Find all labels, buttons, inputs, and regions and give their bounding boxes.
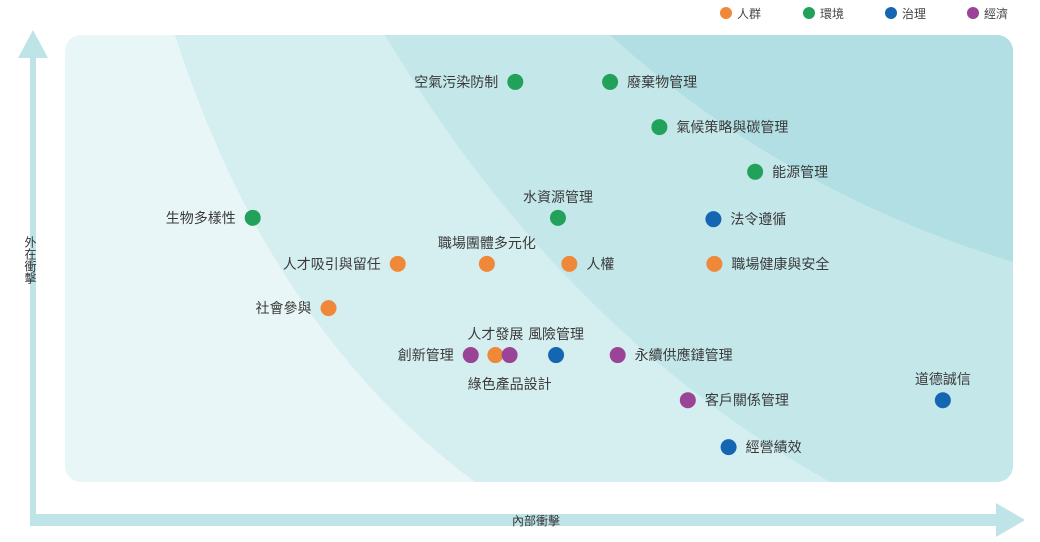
point-marker bbox=[720, 439, 737, 456]
data-point: 人才吸引與留任 bbox=[283, 255, 406, 273]
point-label: 法令遵循 bbox=[730, 211, 786, 228]
point-label: 綠色產品設計 bbox=[468, 376, 552, 393]
point-marker bbox=[487, 347, 504, 364]
point-marker bbox=[747, 163, 764, 180]
data-point: 氣候策略與碳管理 bbox=[651, 119, 788, 136]
data-point: 廢棄物管理 bbox=[602, 73, 697, 91]
data-point: 人權 bbox=[561, 255, 614, 273]
point-label: 人才吸引與留任 bbox=[283, 257, 381, 273]
data-point: 空氣污染防制 bbox=[414, 73, 524, 91]
point-marker bbox=[706, 255, 723, 272]
legend-marker bbox=[803, 7, 815, 19]
point-marker bbox=[705, 211, 722, 228]
point-marker bbox=[507, 73, 524, 90]
point-marker bbox=[934, 392, 951, 409]
point-marker bbox=[602, 73, 619, 90]
data-point: 風險管理 bbox=[528, 327, 584, 364]
point-label: 職場團體多元化 bbox=[438, 235, 536, 252]
point-marker bbox=[549, 209, 566, 226]
data-point: 經營績效 bbox=[720, 439, 802, 456]
point-marker bbox=[679, 392, 696, 409]
point-label: 社會參與 bbox=[256, 301, 312, 317]
point-label: 職場健康與安全 bbox=[731, 256, 829, 273]
data-point: 人才發展 bbox=[467, 327, 523, 364]
legend-label: 經濟 bbox=[984, 6, 1008, 21]
point-label: 經營績效 bbox=[746, 440, 802, 456]
data-point: 職場健康與安全 bbox=[706, 255, 829, 273]
point-marker bbox=[478, 255, 495, 272]
data-point: 能源管理 bbox=[747, 163, 828, 181]
data-point: 職場團體多元化 bbox=[438, 235, 536, 272]
point-label: 水資源管理 bbox=[523, 190, 593, 206]
data-point: 法令遵循 bbox=[705, 211, 786, 228]
legend-label: 環境 bbox=[820, 6, 844, 21]
legend-marker bbox=[885, 7, 897, 19]
data-point: 生物多樣性 bbox=[166, 209, 261, 227]
legend-label: 人群 bbox=[737, 7, 761, 21]
legend-marker bbox=[720, 7, 732, 19]
point-marker bbox=[501, 347, 518, 364]
point-marker bbox=[609, 347, 626, 364]
point-label: 氣候策略與碳管理 bbox=[676, 119, 788, 136]
data-point: 創新管理 bbox=[398, 347, 479, 364]
band-top bbox=[610, 35, 1013, 262]
background-bands bbox=[65, 35, 1013, 482]
point-label: 廢棄物管理 bbox=[627, 74, 697, 91]
data-point: 客戶關係管理 bbox=[679, 392, 789, 409]
point-label: 空氣污染防制 bbox=[414, 75, 498, 91]
point-marker bbox=[651, 119, 668, 136]
point-label: 生物多樣性 bbox=[166, 210, 236, 227]
point-label: 永續供應鏈管理 bbox=[635, 347, 733, 364]
legend-marker bbox=[967, 7, 979, 19]
x-axis-label: 內部衝擊 bbox=[512, 513, 560, 528]
point-label: 風險管理 bbox=[528, 327, 584, 343]
legend-label: 治理 bbox=[902, 7, 926, 21]
point-label: 人才發展 bbox=[467, 327, 523, 343]
point-marker bbox=[462, 347, 479, 364]
point-label: 能源管理 bbox=[772, 165, 828, 181]
point-marker bbox=[548, 347, 565, 364]
data-point: 水資源管理 bbox=[523, 190, 593, 226]
data-point: 社會參與 bbox=[256, 300, 337, 317]
point-marker bbox=[320, 300, 337, 317]
data-point: 道德誠信 bbox=[915, 372, 971, 409]
point-marker bbox=[561, 255, 578, 272]
point-marker bbox=[389, 255, 406, 272]
data-point: 永續供應鏈管理 bbox=[609, 347, 733, 364]
point-label: 道德誠信 bbox=[915, 372, 971, 388]
point-label: 創新管理 bbox=[398, 348, 454, 364]
data-point: 綠色產品設計 bbox=[468, 347, 552, 393]
point-marker bbox=[244, 209, 261, 226]
point-label: 人權 bbox=[586, 257, 614, 273]
point-label: 客戶關係管理 bbox=[705, 392, 789, 409]
legend: 人群 環境 治理 經濟 bbox=[720, 6, 1008, 21]
y-axis-label: 外在衝擊 bbox=[23, 236, 37, 285]
